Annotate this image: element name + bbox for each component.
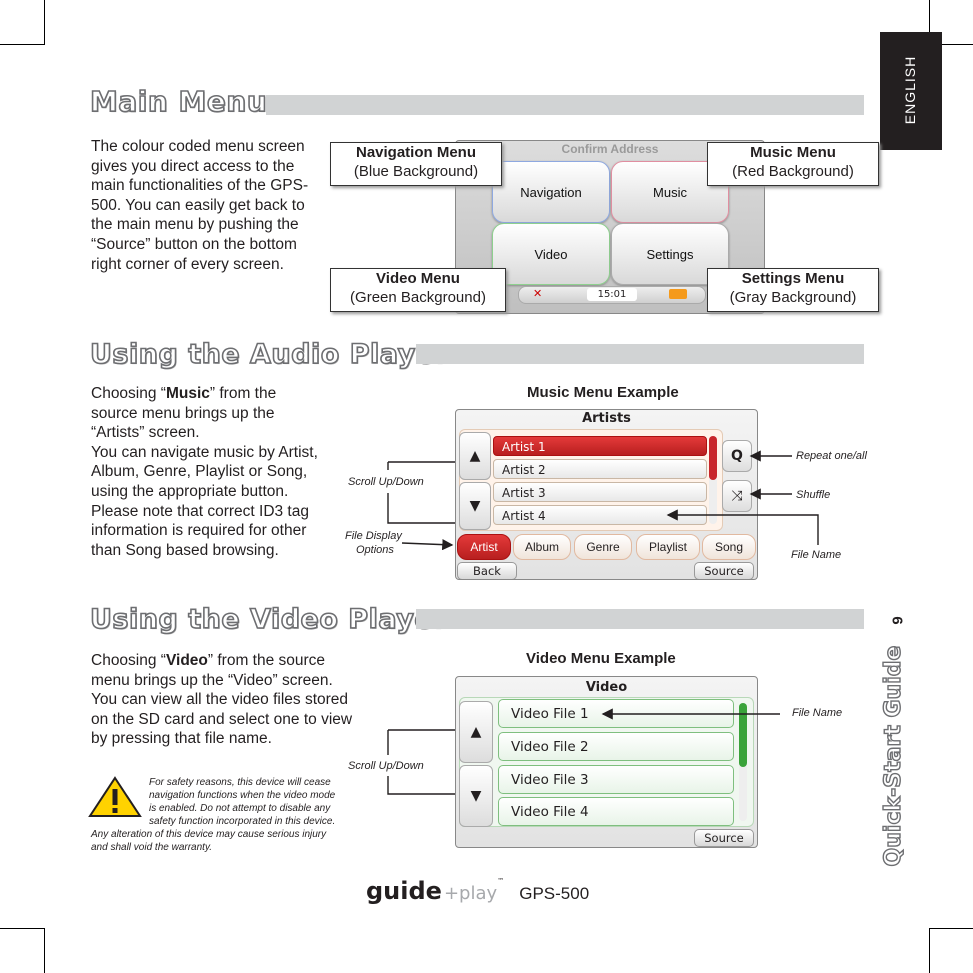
list-item[interactable]: Artist 1 bbox=[493, 436, 707, 456]
callout-title: Music Menu bbox=[750, 144, 836, 161]
brand-logo: guide+play™ GPS-500 bbox=[366, 877, 589, 905]
tab-song[interactable]: Song bbox=[702, 534, 756, 560]
file-display-arrow bbox=[401, 539, 454, 551]
list-item[interactable]: Artist 2 bbox=[493, 459, 707, 479]
callout-subtitle: (Red Background) bbox=[732, 163, 854, 180]
options-annotation: Options bbox=[356, 544, 394, 556]
shuffle-annotation: Shuffle bbox=[796, 489, 831, 501]
list-item[interactable]: Video File 4 bbox=[498, 797, 734, 826]
crop-mark bbox=[44, 928, 45, 973]
shuffle-icon: ⤨ bbox=[731, 488, 743, 504]
file-name-arrow bbox=[666, 509, 819, 545]
shuffle-button[interactable]: ⤨ bbox=[722, 480, 752, 512]
crop-mark bbox=[0, 928, 45, 929]
callout-subtitle: (Green Background) bbox=[350, 289, 486, 306]
crop-mark bbox=[929, 44, 973, 45]
tab-artist[interactable]: Artist bbox=[457, 534, 511, 560]
scrollbar-thumb[interactable] bbox=[709, 436, 717, 480]
file-name-annotation: File Name bbox=[791, 549, 842, 561]
source-button[interactable]: Source bbox=[694, 562, 754, 579]
video-section-title: Using the Video Player bbox=[89, 603, 447, 636]
video-bold: Video bbox=[165, 652, 208, 669]
scroll-annotation: Scroll Up/Down bbox=[348, 760, 424, 772]
list-item[interactable]: Video File 2 bbox=[498, 732, 734, 761]
brand-plus: + bbox=[443, 883, 460, 904]
callout-title: Navigation Menu bbox=[355, 144, 476, 161]
callout-subtitle: (Blue Background) bbox=[353, 163, 479, 180]
crop-mark bbox=[44, 0, 45, 45]
list-item[interactable]: Artist 3 bbox=[493, 482, 707, 502]
battery-icon bbox=[669, 289, 687, 299]
main-menu-description: The colour coded menu screen gives you d… bbox=[91, 138, 309, 273]
navigation-menu-callout: Navigation Menu (Blue Background) bbox=[330, 142, 502, 186]
model-name: GPS-500 bbox=[519, 884, 590, 903]
tab-playlist[interactable]: Playlist bbox=[636, 534, 700, 560]
warning-text: For safety reasons, this device will cea… bbox=[91, 777, 336, 853]
screen-header: Video bbox=[585, 680, 628, 695]
status-bar: ✕ 15:01 bbox=[518, 286, 706, 304]
list-item[interactable]: Video File 3 bbox=[498, 765, 734, 794]
audio-bold: Music bbox=[165, 385, 210, 402]
title-bar bbox=[416, 609, 864, 629]
callout-title: Video Menu bbox=[376, 270, 460, 287]
scrollbar[interactable] bbox=[709, 436, 717, 524]
scroll-down-button[interactable]: ▼ bbox=[459, 482, 491, 530]
tab-genre[interactable]: Genre bbox=[574, 534, 632, 560]
screen-header: Confirm Address bbox=[561, 142, 659, 156]
settings-tile[interactable]: Settings bbox=[611, 223, 729, 285]
settings-menu-callout: Settings Menu (Gray Background) bbox=[707, 268, 879, 312]
video-example-title: Video Menu Example bbox=[526, 650, 676, 667]
callout-title: Settings Menu bbox=[741, 270, 845, 287]
main-menu-title: Main Menu bbox=[89, 84, 268, 119]
video-menu-callout: Video Menu (Green Background) bbox=[330, 268, 506, 312]
list-item[interactable]: Artist 4 bbox=[493, 505, 707, 525]
clock: 15:01 bbox=[587, 288, 637, 301]
video-description: Choosing “Video” from the source menu br… bbox=[91, 652, 353, 748]
scroll-bracket bbox=[387, 461, 455, 524]
repeat-annotation: Repeat one/all bbox=[796, 450, 867, 462]
screen-header: Artists bbox=[582, 411, 631, 426]
crop-mark bbox=[929, 928, 973, 929]
title-bar bbox=[416, 344, 864, 364]
brand-tm: ™ bbox=[497, 877, 505, 885]
scroll-up-button[interactable]: ▲ bbox=[459, 701, 493, 763]
video-tile[interactable]: Video bbox=[492, 223, 610, 285]
crop-mark bbox=[929, 0, 930, 45]
brand-guide: guide bbox=[366, 877, 442, 905]
scroll-annotation: Scroll Up/Down bbox=[348, 476, 424, 488]
audio-section-title: Using the Audio Player bbox=[89, 338, 449, 371]
music-example-title: Music Menu Example bbox=[527, 384, 679, 401]
warning-icon bbox=[88, 776, 142, 817]
title-bar bbox=[266, 95, 864, 115]
navigation-tile[interactable]: Navigation bbox=[492, 161, 610, 223]
music-screen: Artists ▲ ▼ Artist 1 Artist 2 Artist 3 A… bbox=[455, 409, 758, 580]
back-button[interactable]: Back bbox=[457, 562, 517, 579]
scroll-down-button[interactable]: ▼ bbox=[459, 765, 493, 827]
brand-play: play bbox=[459, 883, 498, 904]
callout-subtitle: (Gray Background) bbox=[729, 289, 857, 306]
crop-mark bbox=[0, 44, 45, 45]
audio-description: Choosing “Music” from the source menu br… bbox=[91, 385, 318, 559]
mute-icon: ✕ bbox=[533, 287, 543, 300]
tab-album[interactable]: Album bbox=[513, 534, 571, 560]
language-tab: ENGLISH bbox=[880, 32, 942, 150]
scrollbar-thumb[interactable] bbox=[739, 703, 747, 767]
source-button[interactable]: Source bbox=[694, 829, 754, 847]
scroll-up-button[interactable]: ▲ bbox=[459, 432, 491, 480]
video-scroll-bracket bbox=[387, 729, 455, 795]
crop-mark bbox=[929, 928, 930, 973]
file-display-annotation: File Display bbox=[345, 530, 402, 542]
scrollbar[interactable] bbox=[739, 703, 747, 821]
file-name-annotation: File Name bbox=[792, 707, 843, 719]
music-menu-callout: Music Menu (Red Background) bbox=[707, 142, 879, 186]
